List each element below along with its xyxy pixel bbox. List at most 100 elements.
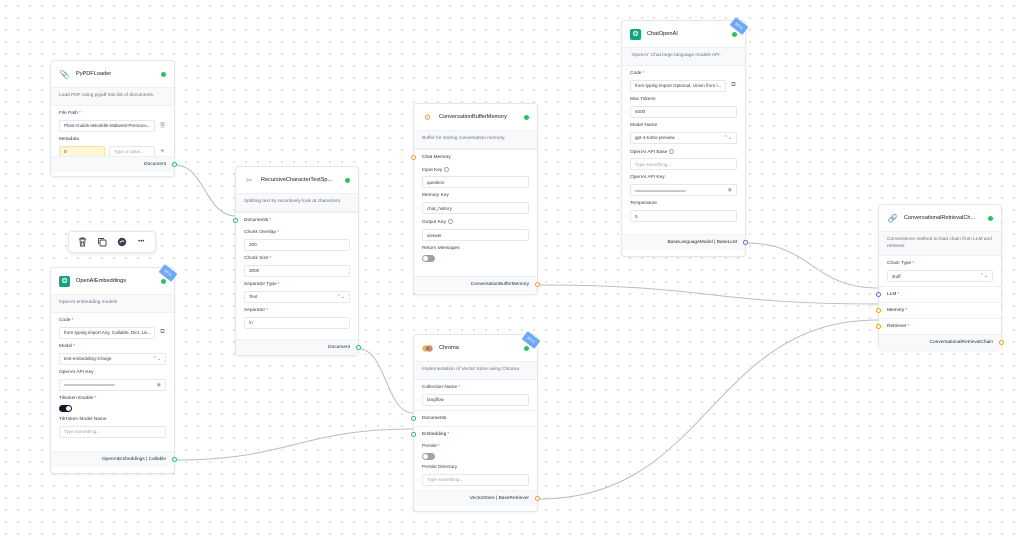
field-label: Separator	[244, 307, 266, 313]
text-splitter-node[interactable]: ✂ RecursiveCharacterTextSp... Splitting …	[233, 166, 361, 356]
tiktoken-model-input[interactable]: Type something...	[59, 425, 166, 438]
retrieval-chain-node[interactable]: 🔗 ConversationalRetrievalCh... Convenien…	[876, 204, 1004, 351]
node-title: PyPDFLoader	[76, 71, 112, 77]
input-key-input[interactable]: question	[422, 176, 529, 189]
node-description: `OpenAI` Chat large language models API.	[622, 47, 745, 66]
model-name-select[interactable]: gpt-4-turbo-preview ⌃⌄	[630, 131, 737, 144]
edge-memory-to-retrieval	[537, 284, 879, 305]
temperature-input[interactable]: 0	[630, 210, 737, 223]
output-handle[interactable]	[535, 496, 540, 501]
scissors-icon: ✂	[246, 175, 253, 185]
memory-icon: ⚙	[423, 112, 432, 122]
openai-icon: ❂	[630, 28, 641, 40]
conversation-memory-node[interactable]: ⚙ ConversationBufferMemory Buffer for st…	[411, 103, 540, 295]
output-port-row: VectorStore | BaseRetriever	[414, 490, 540, 506]
output-handle[interactable]	[743, 240, 748, 245]
collection-name-input[interactable]: langflow	[422, 393, 529, 406]
more-icon[interactable]: •••	[138, 239, 145, 245]
external-link-icon[interactable]: ⧉	[160, 329, 165, 336]
input-handle[interactable]	[876, 292, 881, 298]
api-base-input[interactable]: Type something...	[630, 158, 737, 171]
code-input[interactable]: from typing import Any, Callable, Dict, …	[59, 326, 155, 339]
input-port-row: Documents	[411, 409, 537, 426]
output-key-input[interactable]: answer	[422, 229, 529, 242]
persist-directory-input[interactable]: Type something...	[422, 473, 529, 486]
node-header[interactable]: Chroma BETA	[414, 331, 541, 361]
eye-icon[interactable]: ◉	[727, 187, 732, 194]
output-handle[interactable]	[356, 345, 361, 350]
model-select[interactable]: text-embedding-3-large ⌃⌄	[59, 352, 166, 365]
field-label: TikToken Model Name	[59, 416, 107, 422]
output-handle[interactable]	[172, 457, 177, 462]
output-handle[interactable]	[172, 162, 177, 167]
select-value: stuff	[892, 273, 901, 279]
chevron-updown-icon: ⌃⌄	[152, 355, 161, 362]
duplicate-icon[interactable]	[94, 234, 110, 250]
output-label: OpenAIEmbeddings | Callable	[101, 457, 166, 462]
input-label: Documents	[244, 217, 269, 223]
info-icon[interactable]	[669, 148, 675, 154]
output-port-row: ConversationBufferMemory	[414, 276, 540, 292]
memory-key-input[interactable]: chat_history	[422, 202, 529, 215]
plus-icon[interactable]: +	[160, 148, 165, 156]
return-messages-toggle[interactable]	[422, 255, 435, 263]
api-key-input[interactable]: ••••••••••••••••••••••••••••••••••••••••…	[630, 184, 737, 197]
status-dot	[988, 215, 993, 221]
output-handle[interactable]	[999, 340, 1004, 346]
input-handle[interactable]	[411, 431, 416, 437]
node-title: ConversationBufferMemory	[439, 114, 507, 120]
chroma-icon	[422, 343, 433, 354]
persist-toggle[interactable]	[422, 452, 435, 460]
node-description: Buffer for storing conversation memory.	[414, 130, 537, 149]
input-handle[interactable]	[876, 308, 881, 314]
tiktoken-toggle[interactable]	[59, 404, 72, 412]
code-input[interactable]: from typing import Optional, Union from …	[630, 79, 726, 92]
info-icon[interactable]	[444, 166, 450, 172]
node-header[interactable]: ❂ ChatOpenAI BETA	[622, 17, 749, 47]
eye-icon[interactable]: ◉	[156, 381, 161, 388]
chroma-node[interactable]: Chroma BETA Implementation of Vector Sto…	[411, 331, 541, 512]
api-key-input[interactable]: ••••••••••••••••••••••••••••••••••••••••…	[59, 378, 166, 391]
edge-chroma-to-retrieval	[537, 319, 879, 500]
output-handle[interactable]	[535, 282, 540, 287]
node-header[interactable]: 🔗 ConversationalRetrievalCh...	[879, 205, 1001, 231]
input-label: Retriever	[887, 324, 907, 330]
input-label: LLM	[887, 292, 897, 298]
output-label: Document	[144, 162, 166, 167]
input-label: Chat Memory	[422, 154, 451, 160]
max-tokens-input[interactable]: 4000	[630, 105, 737, 118]
input-handle[interactable]	[411, 415, 416, 421]
select-value: text-embedding-3-large	[64, 356, 112, 362]
separator-input[interactable]: \n	[244, 316, 350, 329]
node-header[interactable]: 📎 PyPDFLoader	[51, 61, 174, 87]
node-header[interactable]: ❂ OpenAIEmbeddings BETA	[51, 264, 178, 294]
input-handle[interactable]	[233, 217, 238, 223]
field-label: File Path*	[59, 110, 81, 116]
file-upload-icon[interactable]: 🗎	[160, 122, 165, 129]
chat-openai-node[interactable]: ❂ ChatOpenAI BETA `OpenAI` Chat large la…	[621, 17, 749, 257]
chevron-updown-icon: ⌃⌄	[979, 273, 988, 280]
input-port-row: LLM*	[876, 286, 1001, 303]
chain-type-select[interactable]: stuff ⌃⌄	[887, 270, 993, 283]
trash-icon[interactable]	[75, 234, 91, 250]
chunk-size-input[interactable]: 3000	[244, 264, 350, 277]
input-handle[interactable]	[876, 324, 881, 330]
node-header[interactable]: ⚙ ConversationBufferMemory	[414, 104, 537, 130]
password-value: ••••••••••••••••••••••••••••••••••••••••…	[635, 187, 686, 193]
external-link-icon[interactable]: ⧉	[731, 82, 736, 89]
output-label: ConversationBufferMemory	[470, 282, 529, 287]
node-header[interactable]: ✂ RecursiveCharacterTextSp...	[236, 167, 358, 193]
input-handle[interactable]	[411, 154, 416, 160]
file-path-input[interactable]: Plant-Guilds-eBookbk-Midwest-Permacu...	[59, 119, 155, 132]
pypdf-loader-node[interactable]: 📎 PyPDFLoader Load PDF using pypdf into …	[50, 60, 177, 177]
field-label: OpenAI API Key	[630, 175, 665, 181]
freeze-icon[interactable]	[114, 234, 130, 250]
info-icon[interactable]	[448, 219, 453, 225]
field-label: Metadata	[59, 136, 80, 142]
output-port-row: Document	[51, 156, 177, 172]
chunk-overlap-input[interactable]: 200	[244, 238, 350, 251]
separator-type-select[interactable]: Text ⌃⌄	[244, 290, 350, 303]
field-label: OpenAI API Key	[59, 369, 94, 375]
openai-embeddings-node[interactable]: ❂ OpenAIEmbeddings BETA OpenAI embedding…	[50, 264, 178, 474]
openai-icon: ❂	[59, 275, 70, 287]
